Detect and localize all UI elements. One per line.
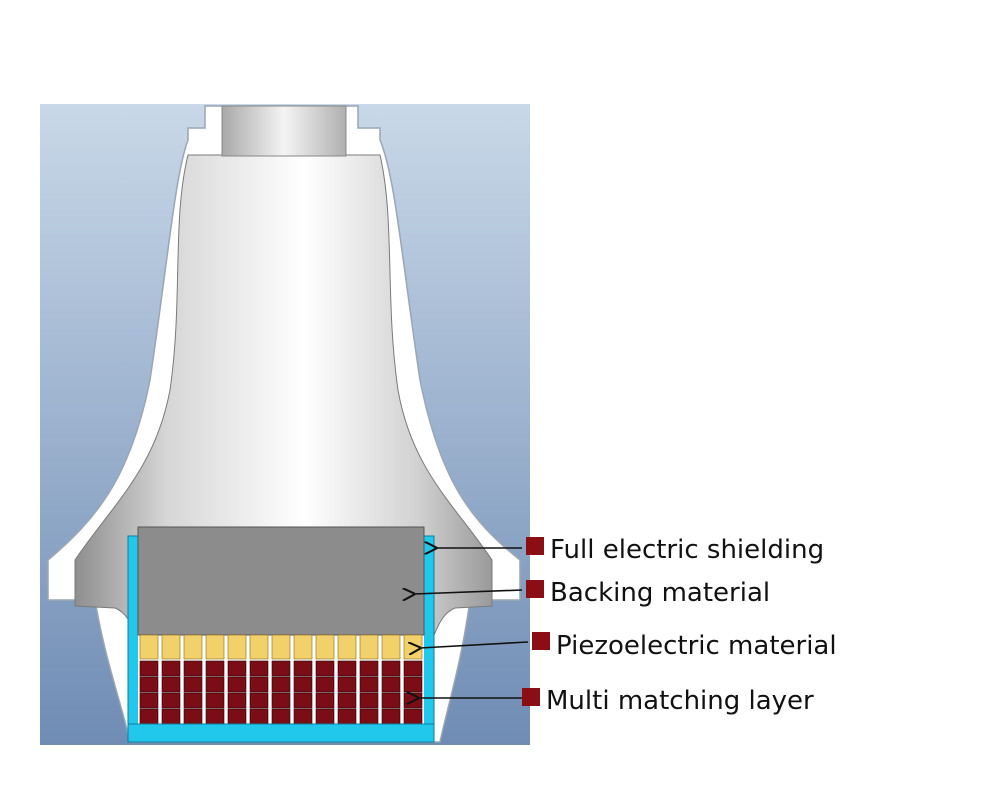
matching-layer-cell (337, 708, 357, 725)
matching-layer-cell (403, 708, 423, 725)
matching-layer-cell (359, 708, 379, 725)
matching-layer-cell (271, 676, 291, 693)
piezo-element (139, 634, 159, 660)
matching-layer-cell (337, 660, 357, 677)
matching-layer-cell (381, 660, 401, 677)
label-piezo: Piezoelectric material (556, 631, 837, 661)
matching-layer-cell (139, 660, 159, 677)
matching-layer-cell (183, 660, 203, 677)
piezo-element (205, 634, 225, 660)
piezo-element (403, 634, 423, 660)
matching-layer-cell (337, 692, 357, 709)
transducer-element-array (139, 634, 423, 725)
matching-layer-cell (161, 660, 181, 677)
piezo-element (293, 634, 313, 660)
matching-layer-cell (139, 676, 159, 693)
matching-layer-cell (139, 692, 159, 709)
matching-layer-cell (271, 708, 291, 725)
matching-layer-cell (227, 708, 247, 725)
shielding-bottom (127, 723, 435, 743)
matching-layer-cell (249, 676, 269, 693)
piezo-element (381, 634, 401, 660)
matching-layer-cell (381, 708, 401, 725)
label-backing: Backing material (550, 578, 770, 608)
matching-layer-cell (293, 660, 313, 677)
matching-layer-cell (381, 692, 401, 709)
matching-layer-cell (161, 676, 181, 693)
square-marker-icon (526, 537, 544, 555)
piezo-element (227, 634, 247, 660)
matching-layer-cell (271, 660, 291, 677)
matching-layer-cell (293, 676, 313, 693)
matching-layer-cell (227, 692, 247, 709)
matching-layer-cell (403, 692, 423, 709)
piezo-element (315, 634, 335, 660)
matching-layer-cell (381, 676, 401, 693)
matching-layer-cell (227, 660, 247, 677)
piezo-element (337, 634, 357, 660)
matching-layer-cell (249, 692, 269, 709)
matching-layer-cell (293, 708, 313, 725)
arrow-backing (414, 590, 523, 594)
matching-layer-cell (359, 676, 379, 693)
matching-layer-cell (205, 660, 225, 677)
matching-layer-cell (139, 708, 159, 725)
matching-layer-cell (359, 692, 379, 709)
label-matching: Multi matching layer (546, 686, 814, 716)
matching-layer-cell (403, 660, 423, 677)
piezo-element (359, 634, 379, 660)
matching-layer-cell (161, 692, 181, 709)
matching-layer-cell (183, 676, 203, 693)
square-marker-icon (522, 688, 540, 706)
cable-port (221, 105, 347, 157)
matching-layer-cell (183, 708, 203, 725)
matching-layer-cell (183, 692, 203, 709)
backing-material (137, 526, 425, 636)
arrow-piezo (420, 641, 529, 648)
matching-layer-cell (227, 676, 247, 693)
matching-layer-cell (249, 660, 269, 677)
matching-layer-cell (249, 708, 269, 725)
label-shielding: Full electric shielding (550, 535, 824, 565)
matching-layer-cell (205, 692, 225, 709)
piezo-element (161, 634, 181, 660)
piezo-element (249, 634, 269, 660)
matching-layer-cell (315, 692, 335, 709)
matching-layer-cell (205, 676, 225, 693)
square-marker-icon (526, 580, 544, 598)
matching-layer-cell (161, 708, 181, 725)
square-marker-icon (532, 632, 550, 650)
piezo-element (183, 634, 203, 660)
matching-layer-cell (359, 660, 379, 677)
matching-layer-cell (205, 708, 225, 725)
matching-layer-cell (337, 676, 357, 693)
matching-layer-cell (403, 676, 423, 693)
matching-layer-cell (315, 660, 335, 677)
matching-layer-cell (315, 676, 335, 693)
matching-layer-cell (293, 692, 313, 709)
matching-layer-cell (315, 708, 335, 725)
piezo-element (271, 634, 291, 660)
matching-layer-cell (271, 692, 291, 709)
